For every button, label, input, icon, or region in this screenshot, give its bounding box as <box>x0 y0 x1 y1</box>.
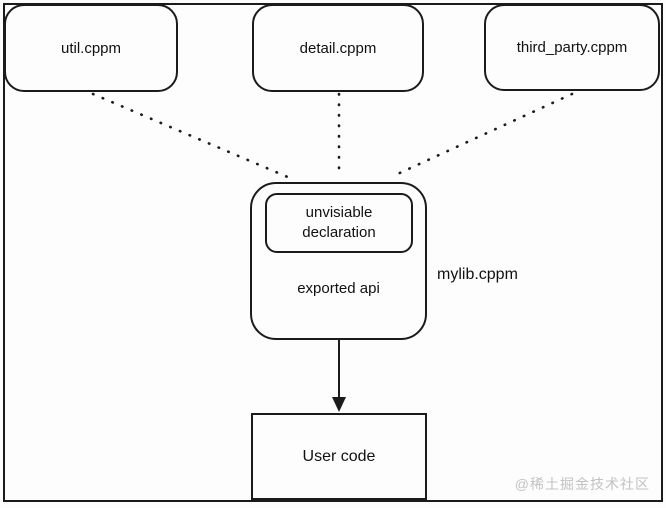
node-detail-cppm: detail.cppm <box>252 4 424 92</box>
node-util-label: util.cppm <box>60 39 122 57</box>
mylib-cppm-label: mylib.cppm <box>437 266 518 283</box>
unvisiable-declaration-label: unvisiable declaration <box>302 204 376 241</box>
node-unvisiable-declaration: unvisiable declaration <box>265 193 413 253</box>
node-detail-label: detail.cppm <box>299 39 377 57</box>
exported-api-label: exported api <box>297 280 380 297</box>
node-user-code: User code <box>251 413 427 500</box>
node-third-party-label: third_party.cppm <box>516 39 628 56</box>
user-code-label: User code <box>302 447 376 465</box>
node-util-cppm: util.cppm <box>4 4 178 92</box>
node-third-party-cppm: third_party.cppm <box>484 4 660 91</box>
watermark-text: @稀土掘金技术社区 <box>514 476 650 492</box>
node-mylib-cppm: unvisiable declaration exported api <box>250 182 427 340</box>
